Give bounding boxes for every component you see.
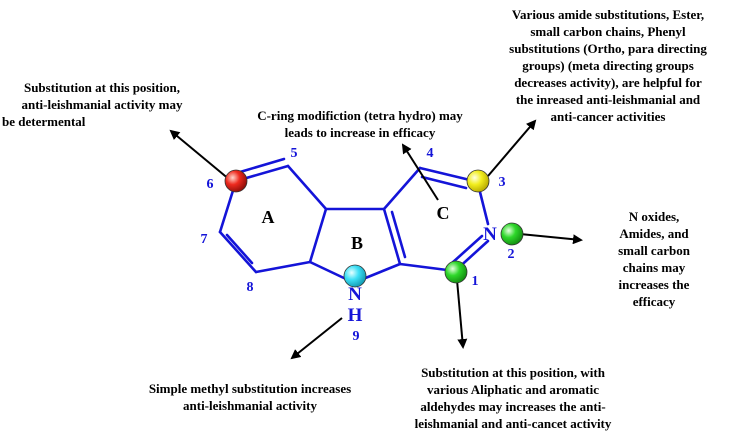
- annotation-line: chains may: [622, 260, 686, 275]
- atom-number-6: 6: [207, 177, 214, 192]
- bond-8-7: [218, 230, 258, 274]
- molecule-bonds: [218, 157, 490, 281]
- bond-4a-8a: [308, 207, 328, 264]
- annotation-line: small carbon chains, Phenyl: [530, 24, 686, 39]
- atom-markers: [224, 169, 524, 288]
- atom-number-4: 4: [427, 146, 434, 161]
- annotation-line: anti-cancer activities: [550, 109, 666, 124]
- atom-number-5: 5: [291, 146, 298, 161]
- annotation-position-1: Substitution at this position, with vari…: [368, 364, 658, 432]
- bond-8a-8: [254, 260, 312, 274]
- annotation-line: various Aliphatic and aromatic: [426, 382, 600, 397]
- annotation-line: Simple methyl substitution increases: [148, 381, 352, 396]
- ring-nitrogen-label: N: [483, 224, 497, 245]
- annotation-ring-c: C-ring modifiction (tetra hydro) may lea…: [225, 107, 495, 141]
- atom-number-3: 3: [499, 175, 506, 190]
- annotation-line: N oxides,: [628, 209, 680, 224]
- annotation-line: anti-leishmanial activity: [183, 398, 317, 413]
- bond-4b-9a-double: [390, 210, 407, 259]
- annotation-line: C-ring modifiction (tetra hydro) may: [257, 108, 463, 123]
- ring-b-label: B: [351, 233, 363, 253]
- bond-4b-4: [382, 166, 422, 211]
- bond-4-3-double: [420, 175, 468, 190]
- annotation-line: groups) (meta directing groups: [522, 58, 694, 73]
- annotation-line: Substitution at this position,: [23, 80, 181, 95]
- arrow-pos9: [290, 317, 343, 360]
- bond-8-7-double: [225, 233, 254, 265]
- atom-6-sphere: [224, 169, 248, 193]
- ring-c-label: C: [437, 203, 450, 223]
- bond-N2-1-double: [450, 234, 484, 265]
- bond-6-5-double: [238, 157, 286, 174]
- atom-2-sphere: [500, 222, 524, 246]
- annotation-line: substitutions (Ortho, para directing: [509, 41, 707, 56]
- indole-hydrogen-label: H: [348, 305, 363, 326]
- atom-9-sphere: [343, 264, 367, 288]
- atom-number-8: 8: [247, 280, 254, 295]
- annotation-position-6: Substitution at this position, anti-leis…: [2, 79, 202, 130]
- bond-9a-N9: [361, 262, 402, 281]
- heteroatom-labels: N N H: [348, 224, 498, 326]
- annotation-arrows: [169, 119, 583, 360]
- atom-3-sphere: [466, 169, 490, 193]
- annotation-position-2: N oxides, Amides, and small carbon chain…: [594, 208, 714, 310]
- annotation-position-9: Simple methyl substitution increases ant…: [100, 380, 400, 414]
- arrow-pos6: [169, 129, 231, 181]
- annotation-line: small carbon: [618, 243, 690, 258]
- bond-4b-9a: [382, 207, 402, 266]
- annotation-line: anti-leishmanial activity may: [21, 97, 183, 112]
- bond-4-3: [418, 166, 472, 182]
- bond-8a-N9: [308, 260, 348, 281]
- atom-1-sphere: [444, 260, 468, 284]
- annotation-line: leishmanial and anti-cancet activity: [414, 416, 612, 431]
- annotation-line: increases the: [618, 277, 690, 292]
- annotation-line: decreases activity), are helpful for: [514, 75, 702, 90]
- atom-number-7: 7: [201, 232, 208, 247]
- ring-letters: A B C: [262, 203, 450, 253]
- annotation-line: efficacy: [632, 294, 676, 309]
- annotation-line: the inreased anti-leishmanial and: [515, 92, 701, 107]
- arrow-pos2: [519, 233, 583, 245]
- arrow-pos3: [487, 119, 537, 177]
- annotation-line: be determental: [2, 114, 86, 129]
- annotation-position-3: Various amide substitutions, Ester, smal…: [480, 6, 736, 125]
- atom-number-9: 9: [353, 329, 360, 344]
- indole-nitrogen-label: N: [348, 284, 362, 305]
- ring-a-label: A: [262, 207, 275, 227]
- annotation-line: leads to increase in efficacy: [284, 125, 436, 140]
- bond-5-4a: [286, 164, 328, 211]
- arrow-ring-c: [401, 143, 439, 201]
- arrow-pos1: [456, 279, 468, 349]
- atom-number-2: 2: [508, 247, 515, 262]
- annotation-line: Substitution at this position, with: [421, 365, 605, 380]
- annotation-line: aldehydes may increases the anti-: [420, 399, 606, 414]
- atom-number-1: 1: [472, 274, 479, 289]
- annotation-line: Various amide substitutions, Ester,: [511, 7, 705, 22]
- annotation-line: Amides, and: [619, 226, 689, 241]
- atom-numbers: 1 2 3 4 5 6 7 8 9: [201, 146, 515, 344]
